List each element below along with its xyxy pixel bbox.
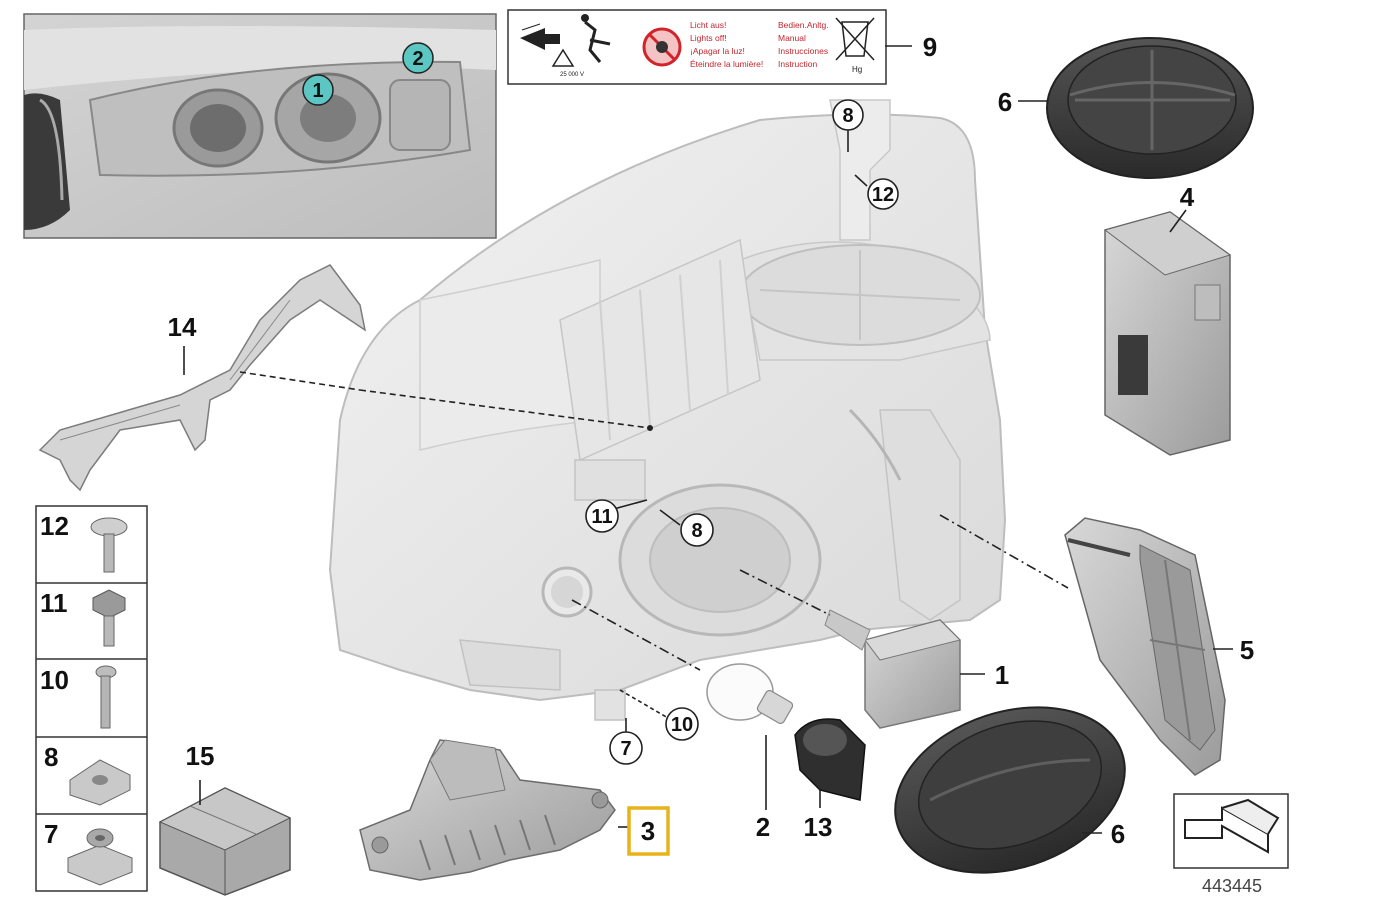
warning-line-3: ¡Apagar la luz! <box>690 46 745 56</box>
circle-callout-8-middle: 8 <box>680 513 714 547</box>
callout-6-bottom: 6 <box>1111 819 1125 849</box>
callout-1: 1 <box>995 660 1009 690</box>
fastener-label-8: 8 <box>44 742 58 772</box>
part-15-box <box>158 787 292 896</box>
no-touch-icon <box>642 27 682 67</box>
svg-text:12: 12 <box>872 184 894 206</box>
warning-right-4: Instruction <box>778 59 817 69</box>
inset-callout-2: 2 <box>402 42 434 74</box>
voltage-text: 25 000 V <box>560 72 584 78</box>
circle-callout-7: 7 <box>609 731 643 765</box>
svg-text:3: 3 <box>641 816 655 846</box>
callout-5: 5 <box>1240 635 1254 665</box>
warning-line-2: Lights off! <box>690 33 727 43</box>
diagram-id: 443445 <box>1202 876 1262 896</box>
screw-12-icon <box>90 517 128 573</box>
circle-callout-11: 11 <box>585 499 619 533</box>
svg-text:8: 8 <box>691 520 702 542</box>
callout-15: 15 <box>186 741 215 771</box>
svg-text:10: 10 <box>671 714 693 736</box>
svg-text:7: 7 <box>620 738 631 760</box>
circle-callout-8-top: 8 <box>832 99 864 131</box>
warning-right-2: Manual <box>778 33 806 43</box>
callout-4: 4 <box>1180 182 1195 212</box>
warning-line-1: Licht aus! <box>690 20 726 30</box>
warning-right-3: Instrucciones <box>778 46 828 56</box>
part-3-heatsink <box>359 739 616 881</box>
part-6-bottom-cap <box>894 706 1126 874</box>
clip-nut-7-icon <box>67 828 133 886</box>
leader-dot-14 <box>647 425 653 431</box>
circle-callout-12: 12 <box>867 178 899 210</box>
inset-callout-1: 1 <box>302 74 334 106</box>
part-6-top-cap <box>1046 37 1254 179</box>
warning-line-4: Éteindre la lumière! <box>690 59 763 69</box>
fastener-label-10: 10 <box>40 665 69 695</box>
part-4-ballast <box>1103 211 1232 456</box>
clip-nut-8-icon <box>69 759 131 806</box>
callout-14: 14 <box>168 312 197 342</box>
fastener-label-7: 7 <box>44 819 58 849</box>
part-13-socket <box>794 718 866 801</box>
screw-11-icon <box>92 589 126 647</box>
hg-text: Hg <box>852 65 862 74</box>
headlight-housing <box>328 99 1007 721</box>
part-2-bulb <box>706 663 794 725</box>
callout-9: 9 <box>923 32 937 62</box>
fastener-label-11: 11 <box>40 588 68 618</box>
part-5-module <box>1064 517 1226 776</box>
fastener-label-12: 12 <box>40 511 69 541</box>
leader-lines <box>183 45 1233 834</box>
svg-text:1: 1 <box>312 80 323 102</box>
fastener-panel: 12 11 10 8 7 <box>35 505 148 892</box>
screw-10-icon <box>95 665 117 729</box>
crossed-bin-icon <box>835 17 875 61</box>
callout-13: 13 <box>804 812 833 842</box>
svg-text:11: 11 <box>591 506 612 528</box>
circle-callout-10: 10 <box>665 707 699 741</box>
part-14-bracket <box>38 264 367 492</box>
svg-text:8: 8 <box>842 105 853 127</box>
warning-label: 25 000 V Licht aus! Lights off! ¡Apagar … <box>507 9 887 85</box>
callout-2: 2 <box>756 812 770 842</box>
svg-text:2: 2 <box>412 48 423 70</box>
part-1-module <box>824 609 961 729</box>
lamp-warning-icon <box>520 14 611 67</box>
warning-right-1: Bedien.Anltg. <box>778 20 829 30</box>
car-headlight-inset: 1 2 <box>23 13 497 239</box>
callouts: 9 6 4 5 1 6 2 13 14 15 3 8 12 11 8 <box>168 32 1254 856</box>
orientation-icon <box>1173 793 1289 869</box>
callout-6-top: 6 <box>998 87 1012 117</box>
callout-3-highlighted: 3 <box>627 806 670 856</box>
